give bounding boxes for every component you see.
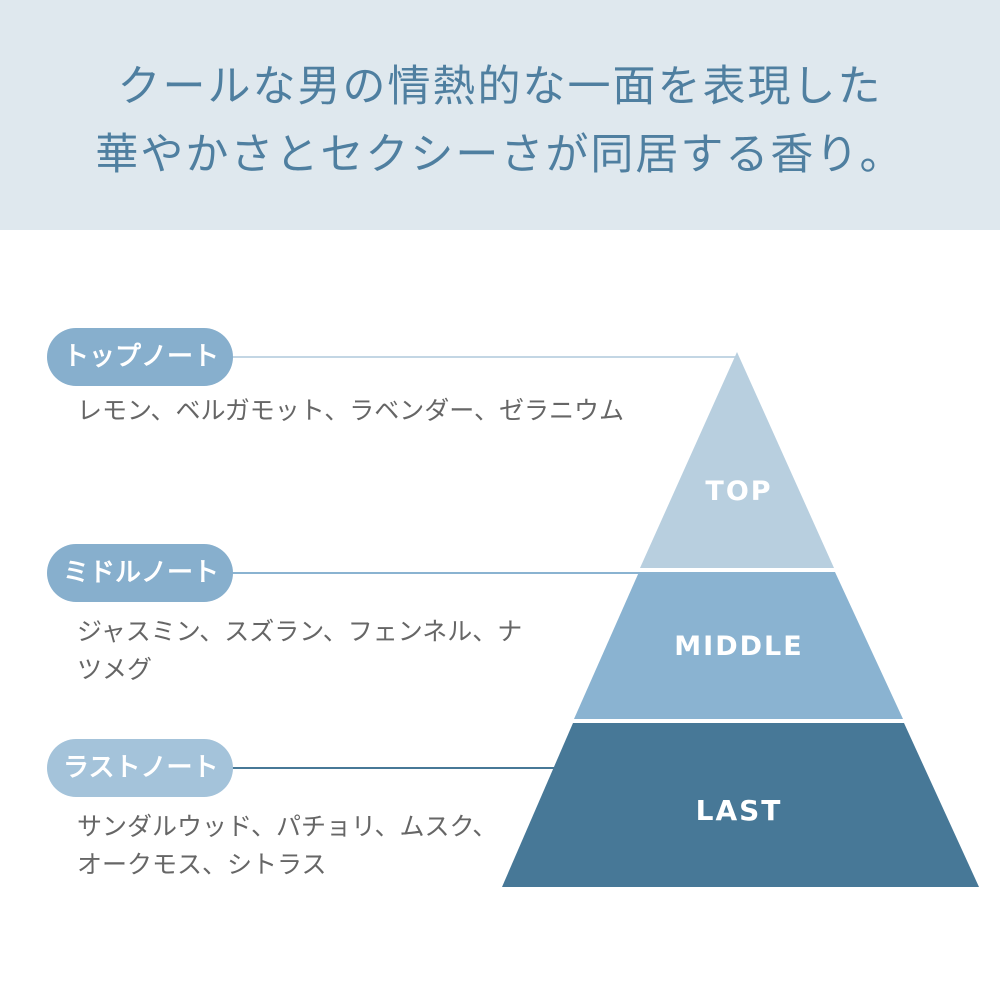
top-note-description: レモン、ベルガモット、ラベンダー、ゼラニウム: [77, 392, 624, 430]
tier-label-middle: MIDDLE: [674, 631, 803, 662]
pill-middle-note: ミドルノート: [47, 544, 233, 602]
pyramid-tier-middle: [574, 572, 903, 719]
pyramid-tier-top: [640, 352, 834, 568]
last-note-description: サンダルウッド、パチョリ、ムスク、 オークモス、シトラス: [77, 808, 497, 884]
pill-last-note-label: ラストノート: [63, 753, 219, 783]
middle-note-description-line-1: ジャスミン、スズラン、フェンネル、ナ: [77, 617, 523, 646]
header-banner: クールな男の情熱的な一面を表現した 華やかさとセクシーさが同居する香り。: [0, 0, 1000, 230]
pill-last-note: ラストノート: [47, 739, 233, 797]
pill-top-note: トップノート: [47, 328, 233, 386]
top-note-description-line-1: レモン、ベルガモット、ラベンダー、ゼラニウム: [77, 396, 625, 425]
middle-note-description-line-2: ツメグ: [77, 655, 153, 684]
tagline-line-2: 華やかさとセクシーさが同居する香り。: [95, 130, 905, 180]
pyramid-tier-last: [502, 723, 979, 887]
tier-label-last: LAST: [696, 794, 783, 827]
last-note-description-line-2: オークモス、シトラス: [77, 850, 327, 879]
pill-middle-note-label: ミドルノート: [63, 558, 220, 588]
middle-note-description: ジャスミン、スズラン、フェンネル、ナ ツメグ: [77, 613, 522, 689]
tier-label-top: TOP: [705, 476, 772, 507]
tagline-line-1: クールな男の情熱的な一面を表現した: [117, 62, 883, 112]
last-note-description-line-1: サンダルウッド、パチョリ、ムスク、: [77, 812, 498, 841]
pill-top-note-label: トップノート: [63, 342, 220, 372]
